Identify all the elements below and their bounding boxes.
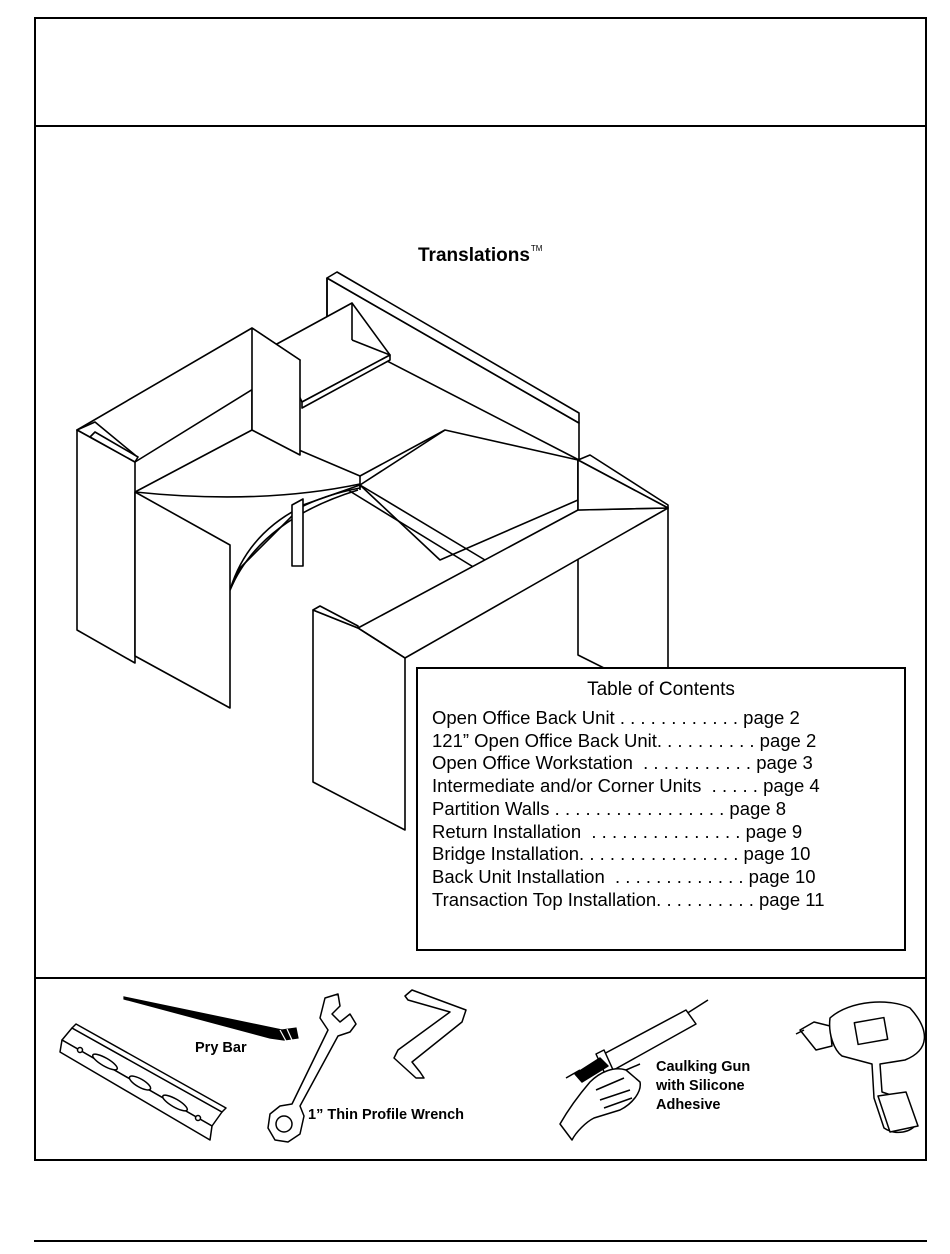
toc-item: Partition Walls . . . . . . . . . . . . … bbox=[432, 797, 787, 819]
toc-item: Open Office Back Unit . . . . . . . . . … bbox=[432, 707, 800, 728]
product-title: TranslationsTM bbox=[418, 244, 542, 267]
pry-bar-label: Pry Bar bbox=[195, 1040, 247, 1056]
product-title-text: Translations bbox=[418, 245, 530, 266]
toc-item: Return Installation . . . . . . . . . . … bbox=[432, 820, 803, 842]
caulking-gun-label-line: Adhesive bbox=[656, 1097, 721, 1113]
toc-item: Back Unit Installation . . . . . . . . .… bbox=[432, 865, 816, 887]
trademark-mark: TM bbox=[530, 244, 543, 253]
toc-item: Transaction Top Installation. . . . . . … bbox=[432, 888, 825, 910]
wrench-label: 1” Thin Profile Wrench bbox=[308, 1107, 465, 1123]
footer-rule bbox=[34, 1240, 927, 1242]
caulking-gun-label: Caulking Gun with Silicone Adhesive bbox=[656, 1058, 750, 1115]
tools-divider bbox=[34, 977, 927, 979]
page-frame bbox=[34, 17, 927, 1161]
table-of-contents: Table of Contents Open Office Back Unit … bbox=[416, 667, 906, 951]
caulking-gun-label-line: with Silicone bbox=[656, 1078, 745, 1094]
toc-item: Bridge Installation. . . . . . . . . . .… bbox=[432, 843, 811, 865]
toc-list: Open Office Back Unit . . . . . . . . . … bbox=[432, 707, 904, 911]
toc-heading: Table of Contents bbox=[587, 679, 735, 700]
toc-item: Open Office Workstation . . . . . . . . … bbox=[432, 752, 813, 774]
toc-item: Intermediate and/or Corner Units . . . .… bbox=[432, 775, 820, 797]
toc-item: 121” Open Office Back Unit. . . . . . . … bbox=[432, 729, 817, 751]
caulking-gun-label-line: Caulking Gun bbox=[656, 1059, 751, 1075]
header-divider bbox=[34, 125, 927, 127]
